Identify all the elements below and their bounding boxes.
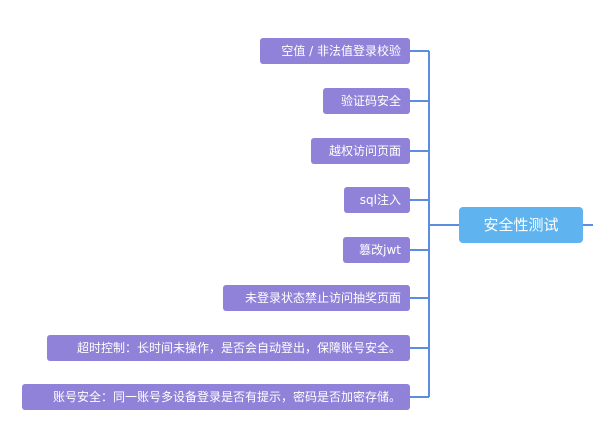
branch-node-login-validation[interactable]: 空值 / 非法值登录校验 bbox=[260, 38, 410, 64]
branch-node-jwt-tampering[interactable]: 篡改jwt bbox=[343, 237, 410, 263]
branch-node-captcha-security[interactable]: 验证码安全 bbox=[323, 88, 410, 114]
center-node-security-testing[interactable]: 安全性测试 bbox=[459, 207, 583, 243]
branch-node-account-security[interactable]: 账号安全：同一账号多设备登录是否有提示，密码是否加密存储。 bbox=[22, 384, 410, 410]
branch-node-timeout-control[interactable]: 超时控制：长时间未操作，是否会自动登出，保障账号安全。 bbox=[47, 335, 410, 361]
branch-node-sql-injection[interactable]: sql注入 bbox=[344, 187, 410, 213]
branch-node-unauthorized-access[interactable]: 越权访问页面 bbox=[311, 138, 410, 164]
branch-node-lottery-page-access[interactable]: 未登录状态禁止访问抽奖页面 bbox=[223, 285, 410, 311]
